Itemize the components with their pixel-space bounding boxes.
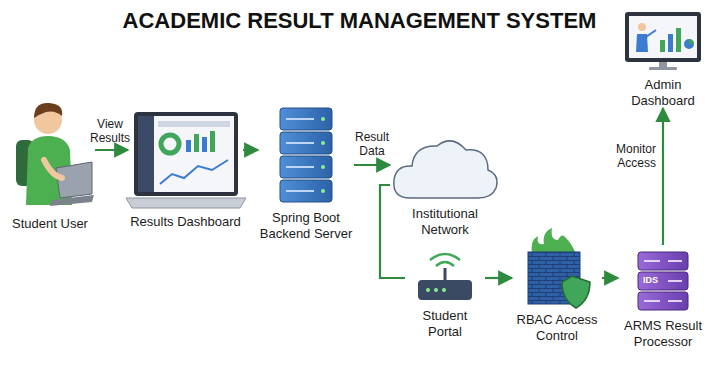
flow-arrow [485, 277, 512, 279]
dashboard-laptop [126, 112, 246, 208]
bar [210, 131, 215, 152]
laptop-base [50, 195, 94, 206]
sidebar [138, 116, 154, 192]
flow-arrow [602, 277, 618, 279]
screen [138, 116, 234, 192]
bar [194, 134, 199, 152]
flow-arrow [354, 164, 390, 166]
portal-node: Student Portal [405, 248, 485, 339]
firewall-icon [528, 228, 590, 308]
hair [34, 103, 62, 118]
server-stack [280, 108, 332, 202]
flow-arrow [380, 185, 405, 278]
header-bar [158, 121, 230, 127]
edge-label: Monitor Access [596, 142, 656, 171]
node-label: Student Portal [405, 308, 485, 339]
laptop-base [126, 198, 246, 208]
server-node: Spring Boot Backend Server [258, 100, 354, 241]
admin-monitor [625, 12, 701, 70]
flow-arrow [243, 149, 258, 151]
cloud-icon [394, 141, 497, 198]
firewall-node: RBAC Access Control [512, 232, 602, 343]
student-figure [16, 103, 94, 206]
arm [44, 160, 62, 178]
bar [202, 137, 207, 152]
network-node: Institutional Network [390, 135, 500, 237]
edge-label: View Results [86, 117, 134, 146]
flow-arrow [95, 149, 128, 151]
node-label: Spring Boot Backend Server [258, 210, 354, 241]
line-chart [160, 160, 228, 184]
screen-frame [134, 112, 238, 196]
node-label: RBAC Access Control [512, 312, 602, 343]
edge-label: Result Data [352, 130, 392, 159]
node-label: Institutional Network [390, 206, 500, 237]
node-label: Admin Dashboard [611, 77, 715, 108]
user-icon-node: Student User [5, 95, 95, 232]
donut-chart [161, 135, 179, 153]
ids-server [638, 252, 688, 310]
admin-node: Admin Dashboard [611, 8, 715, 108]
diagram-title: ACADEMIC RESULT MANAGEMENT SYSTEM [0, 8, 719, 34]
flow-arrow [662, 108, 664, 245]
processor-node: ARMS Result Processor [618, 245, 708, 349]
node-label: ARMS Result Processor [618, 318, 708, 349]
bar [186, 140, 191, 152]
dashboard-node: Results Dashboard [128, 105, 243, 230]
router-icon [418, 254, 472, 300]
node-label: Results Dashboard [128, 214, 243, 230]
device-tag: IDS [643, 276, 658, 285]
node-label: Student User [5, 216, 95, 232]
